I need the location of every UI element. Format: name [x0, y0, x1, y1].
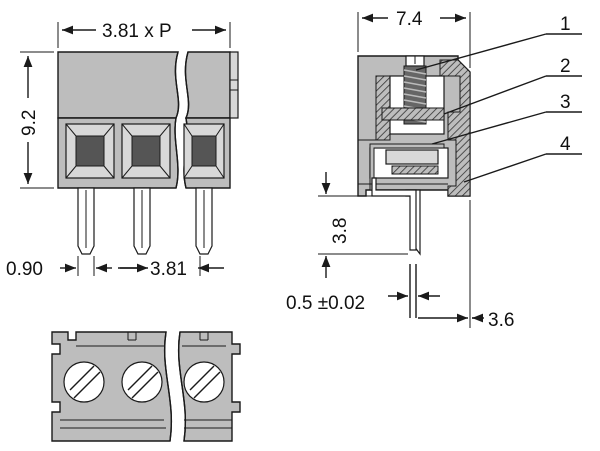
front-body-upper: [57, 51, 180, 119]
svg-text:1: 1: [560, 14, 571, 35]
callout-4: 4: [463, 134, 582, 183]
screw-1-icon: [63, 361, 105, 403]
front-pins: [77, 187, 213, 255]
dim-pin-width-label: 0.90: [6, 259, 43, 280]
dim-depth-label: 7.4: [396, 9, 423, 30]
front-view: 3.81 x P 9.2 0.90 3.81: [6, 21, 239, 280]
dim-pin-offset-label: 3.6: [488, 310, 514, 331]
svg-text:3: 3: [560, 92, 571, 113]
top-view: [51, 331, 241, 442]
wire-entry-2: [121, 123, 171, 179]
callout-2: 2: [443, 56, 582, 115]
front-body-upper-right: [184, 51, 231, 119]
callout-3: 3: [431, 92, 582, 145]
dim-pin-length-label: 3.8: [330, 218, 351, 244]
svg-text:2: 2: [560, 56, 571, 77]
wire-entry-1: [65, 123, 115, 179]
svg-text:4: 4: [560, 134, 571, 155]
dim-pin-thickness-label: 0.5 ±0.02: [286, 293, 365, 314]
contact-strip: [369, 143, 445, 191]
dim-pitch-label: 3.81 x P: [102, 21, 172, 42]
screw-3-icon: [183, 361, 225, 403]
side-section-view: 7.4 3.8 0.5 ±0.02 3.6 1 2 3: [286, 9, 582, 331]
clamp-plate: [381, 107, 445, 121]
callout-1: 1: [415, 14, 582, 71]
dim-height-label: 9.2: [19, 110, 40, 136]
screw-2-icon: [121, 361, 163, 403]
front-side-tab: [229, 51, 239, 119]
dim-pin-pitch-label: 3.81: [150, 259, 187, 280]
wire-entry-3: [183, 123, 225, 179]
